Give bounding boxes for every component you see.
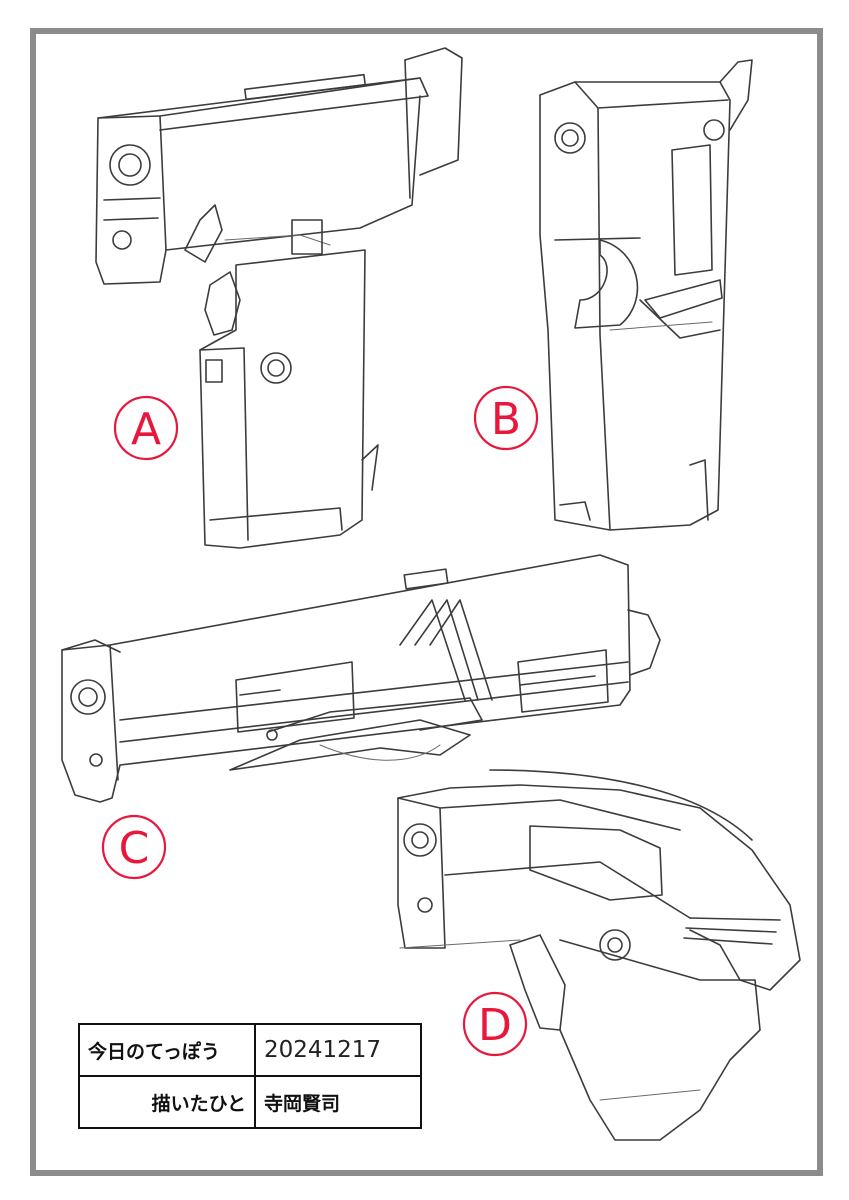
pistol-sketch-a [95, 47, 463, 549]
label-c-text: C [119, 823, 150, 874]
drawer-label: 描いたひと [78, 1075, 256, 1129]
label-c-marker: C [101, 814, 167, 880]
page-frame [30, 28, 823, 1176]
label-d-marker: D [462, 991, 528, 1057]
pistol-sketch-b [539, 59, 753, 531]
label-b-text: B [491, 394, 521, 445]
pistol-sketch-c [61, 554, 661, 803]
info-row-date: 今日のてっぽう 20241217 [78, 1023, 422, 1077]
pistol-sketch-d [397, 769, 801, 1141]
drawer-name: 寺岡賢司 [254, 1075, 422, 1129]
info-row-drawer: 描いたひと 寺岡賢司 [78, 1075, 422, 1129]
label-a-text: A [131, 404, 161, 455]
label-a-marker: A [113, 395, 179, 461]
info-table: 今日のてっぽう 20241217 描いたひと 寺岡賢司 [78, 1023, 422, 1129]
date-value: 20241217 [254, 1023, 422, 1077]
label-d-text: D [478, 1000, 512, 1051]
today-label: 今日のてっぽう [78, 1023, 256, 1077]
label-b-marker: B [473, 385, 539, 451]
